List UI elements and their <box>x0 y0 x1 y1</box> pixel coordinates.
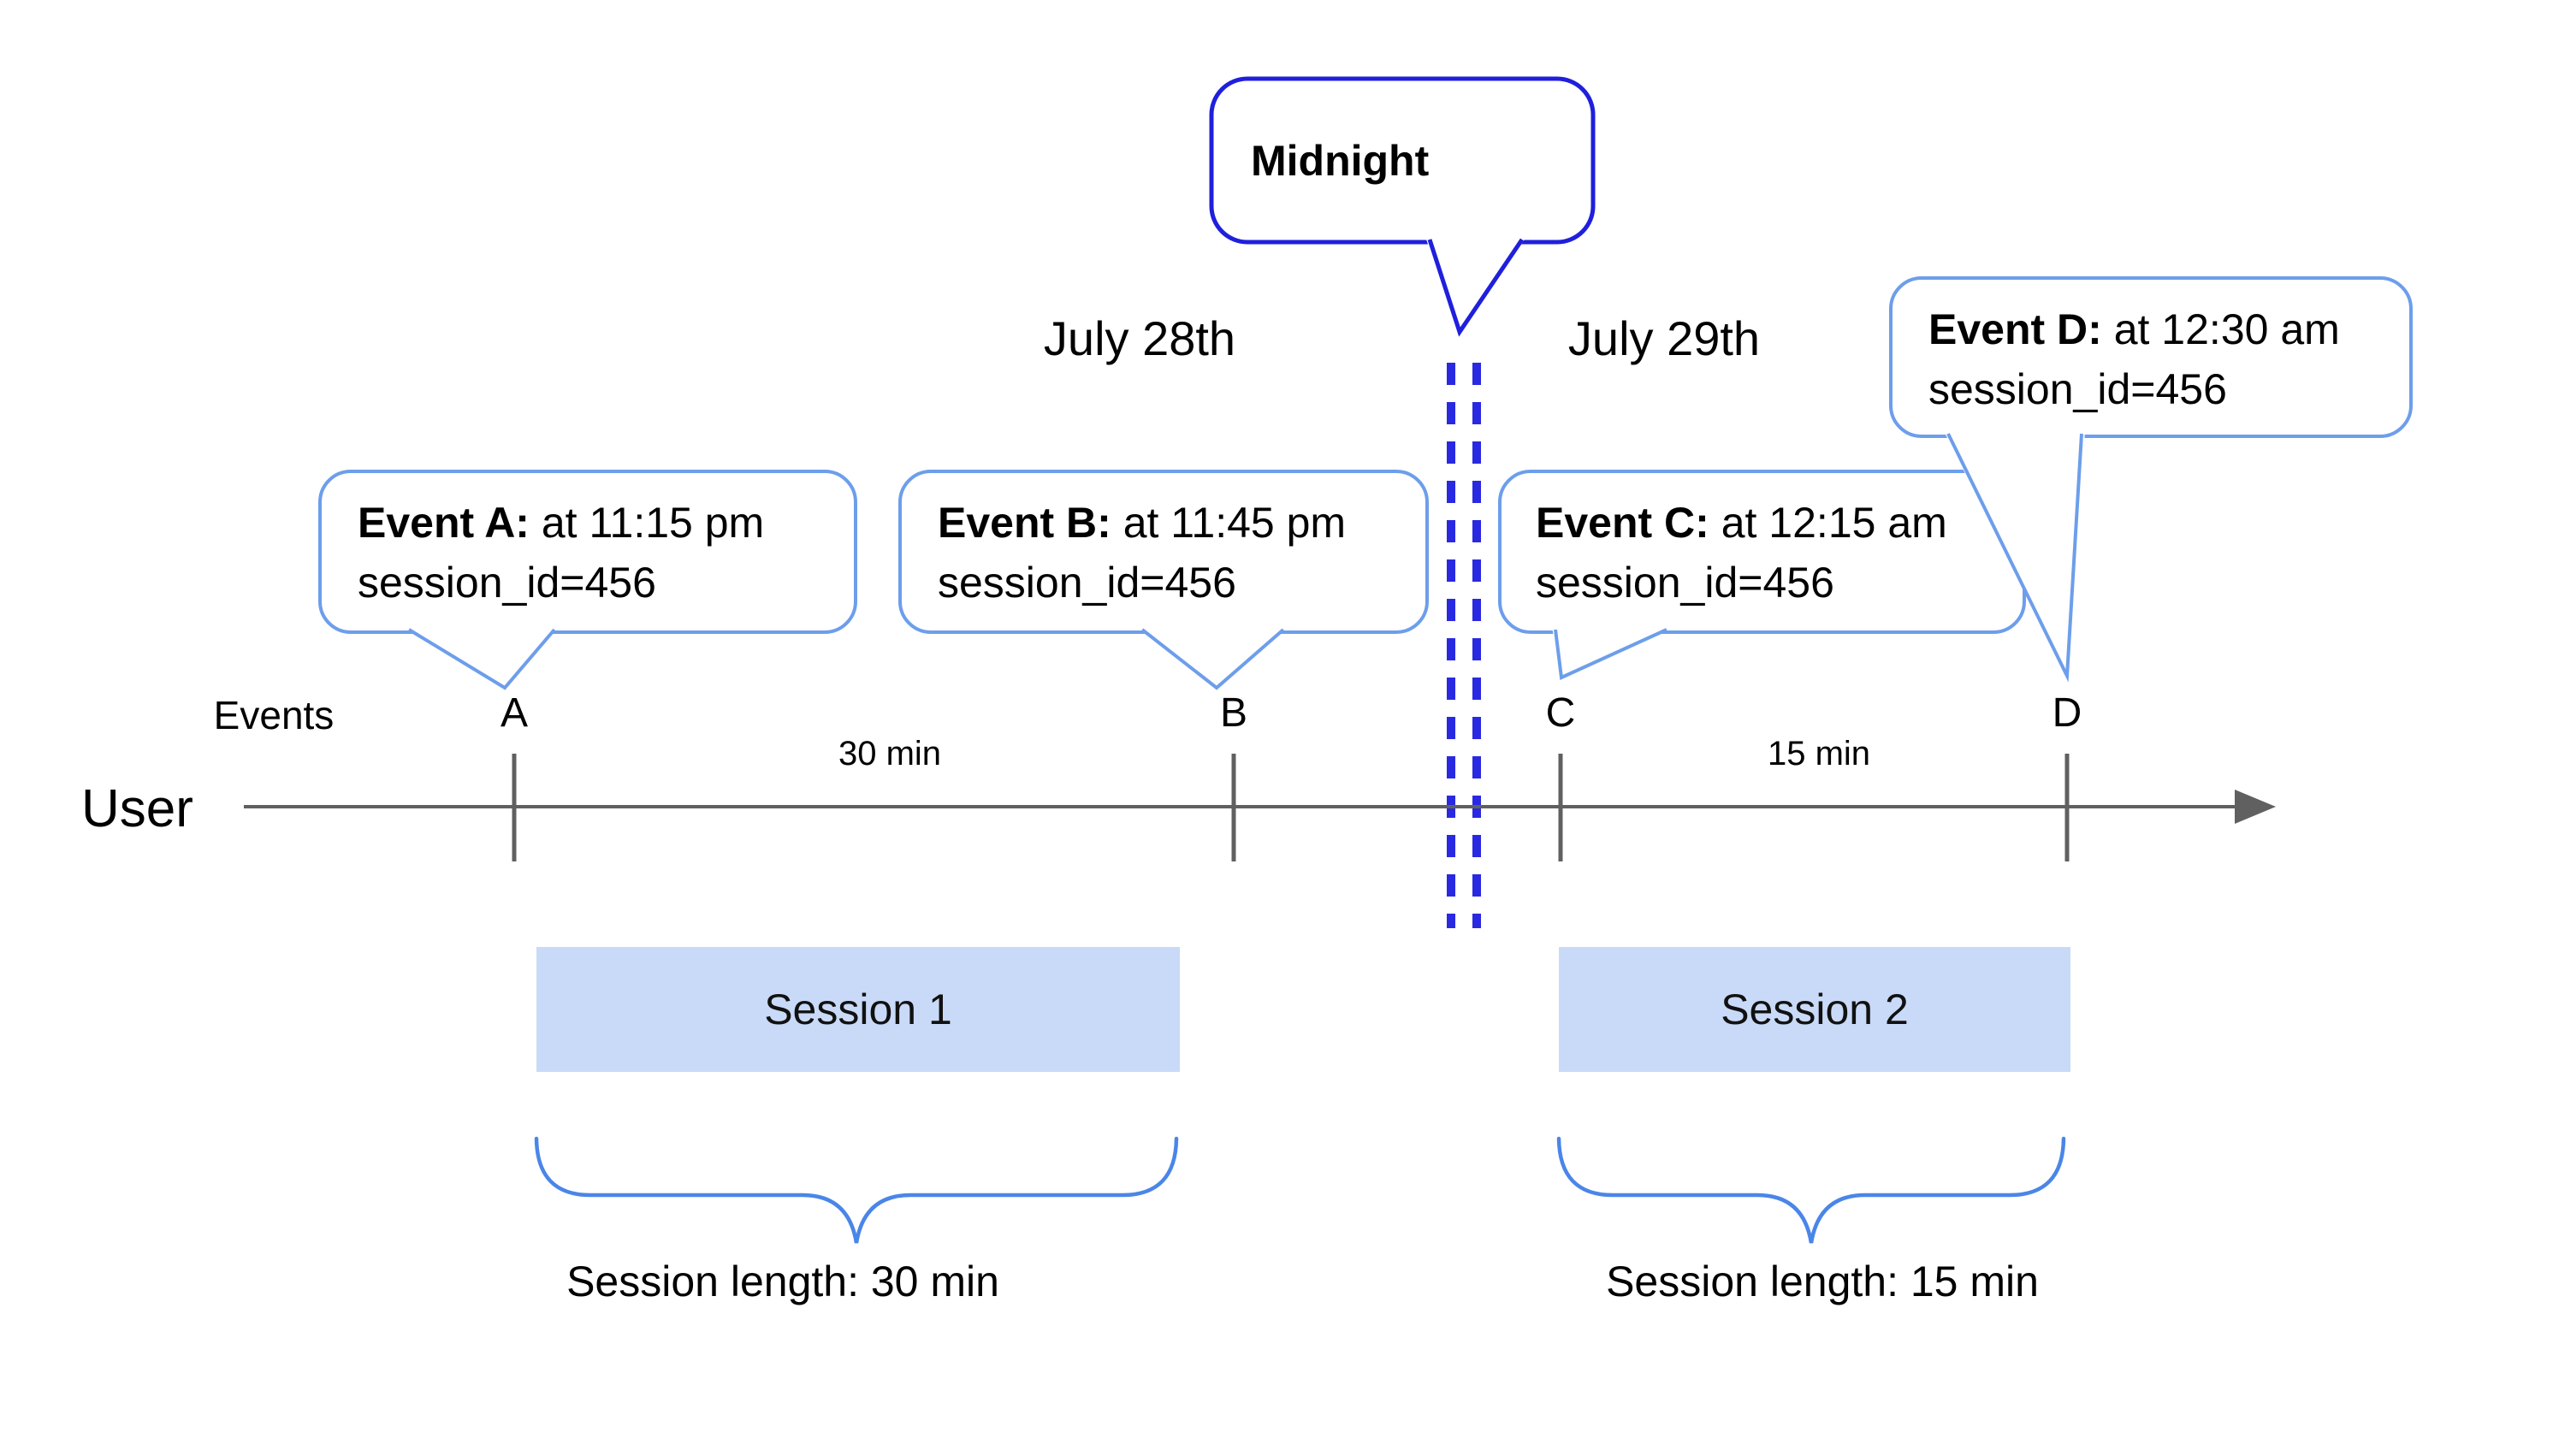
event-d-line1: Event D: at 12:30 am <box>1928 299 2340 359</box>
session-2-label: Session 2 <box>1721 985 1909 1033</box>
event-a-line1: Event A: at 11:15 pm <box>358 493 764 553</box>
event-c-title: Event C: <box>1536 499 1709 547</box>
callout-b-tail-fill <box>1139 627 1287 690</box>
session-1-box <box>536 947 1180 1072</box>
event-c-line1: Event C: at 12:15 am <box>1536 493 1947 553</box>
tick-label-a: A <box>500 690 529 736</box>
midnight-callout-tail-fill <box>1425 237 1526 334</box>
event-c-time: at 12:15 am <box>1721 499 1947 547</box>
callout-d-tail-fill <box>1944 431 2085 676</box>
callout-c-tail <box>1554 628 1667 680</box>
event-c-session: session_id=456 <box>1536 559 1834 607</box>
events-axis-label: Events <box>213 693 335 737</box>
tick-label-b: B <box>1219 690 1248 736</box>
event-a-title: Event A: <box>358 499 530 547</box>
event-d-session: session_id=456 <box>1928 365 2227 413</box>
event-b-session: session_id=456 <box>938 559 1236 607</box>
callout-a-bubble <box>318 470 857 634</box>
user-axis-label: User <box>81 779 193 838</box>
session-1-label: Session 1 <box>764 985 952 1033</box>
midnight-callout-tail <box>1427 238 1525 337</box>
session-2-box <box>1559 947 2070 1072</box>
midnight-label: Midnight <box>1251 137 1430 185</box>
event-b-title: Event B: <box>938 499 1111 547</box>
interval-label-15min: 15 min <box>1767 735 1871 772</box>
interval-label-30min: 30 min <box>838 735 942 772</box>
callout-d-bubble <box>1889 276 2413 438</box>
callout-a-tail-fill <box>406 627 558 690</box>
date-label-july-29: July 29th <box>1567 311 1761 365</box>
event-b-time: at 11:45 pm <box>1122 499 1347 547</box>
tick-label-c: C <box>1545 690 1576 736</box>
event-b-line1: Event B: at 11:45 pm <box>938 493 1346 553</box>
callout-b-tail <box>1140 628 1285 690</box>
session-1-length-label: Session length: 30 min <box>566 1258 999 1305</box>
tick-label-d: D <box>2052 690 2082 736</box>
timeline-arrowhead <box>2235 790 2276 824</box>
callout-a-tail <box>407 628 556 690</box>
midnight-callout-bubble <box>1209 76 1596 245</box>
session-1-brace <box>534 1136 1179 1244</box>
event-d-callout-text: Event D: at 12:30 am session_id=456 <box>1928 299 2340 419</box>
event-a-callout-text: Event A: at 11:15 pm session_id=456 <box>358 493 764 613</box>
callout-d-tail <box>1946 433 2083 683</box>
event-c-callout-text: Event C: at 12:15 am session_id=456 <box>1536 493 1947 613</box>
event-a-time: at 11:15 pm <box>541 499 765 547</box>
session-2-length-label: Session length: 15 min <box>1606 1258 2039 1305</box>
date-label-july-28: July 28th <box>1043 311 1236 365</box>
event-a-session: session_id=456 <box>358 559 656 607</box>
event-b-callout-text: Event B: at 11:45 pm session_id=456 <box>938 493 1346 613</box>
session-2-brace <box>1556 1136 2066 1244</box>
event-d-title: Event D: <box>1928 305 2102 353</box>
event-d-time: at 12:30 am <box>2113 305 2340 353</box>
